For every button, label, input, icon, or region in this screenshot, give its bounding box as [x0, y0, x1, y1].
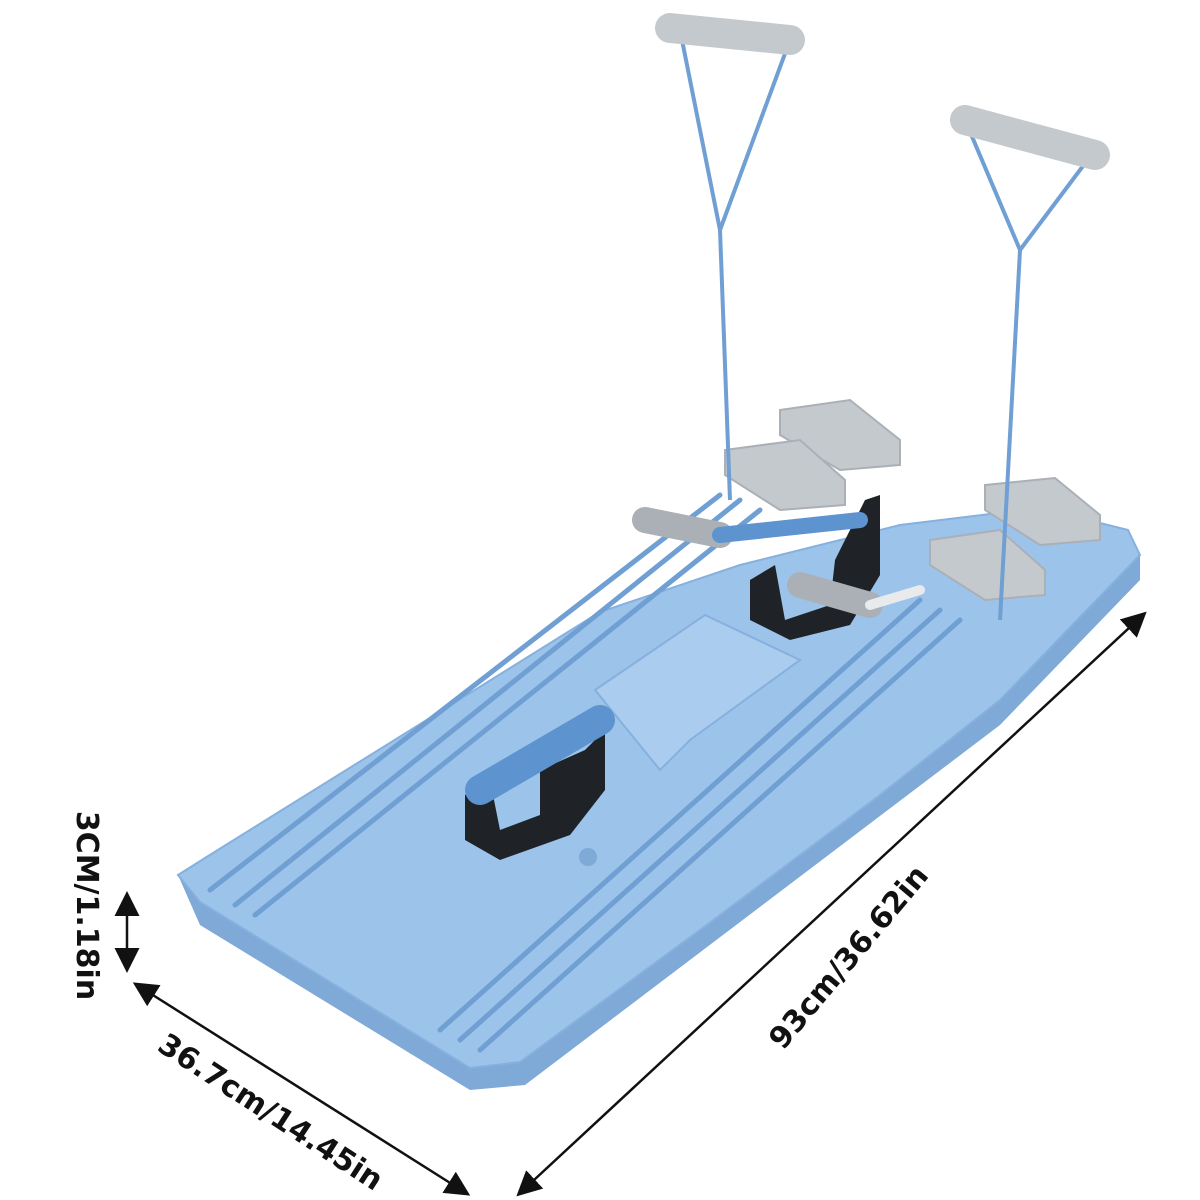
handle-grips	[655, 13, 1110, 170]
foot-pads	[724, 398, 1101, 602]
dimension-arrows	[114, 611, 1147, 1197]
length-arrow	[516, 611, 1147, 1197]
board-hole	[579, 848, 597, 866]
width-arrow	[132, 982, 471, 1196]
thickness-label: 3CM/1.18in	[69, 810, 105, 1001]
